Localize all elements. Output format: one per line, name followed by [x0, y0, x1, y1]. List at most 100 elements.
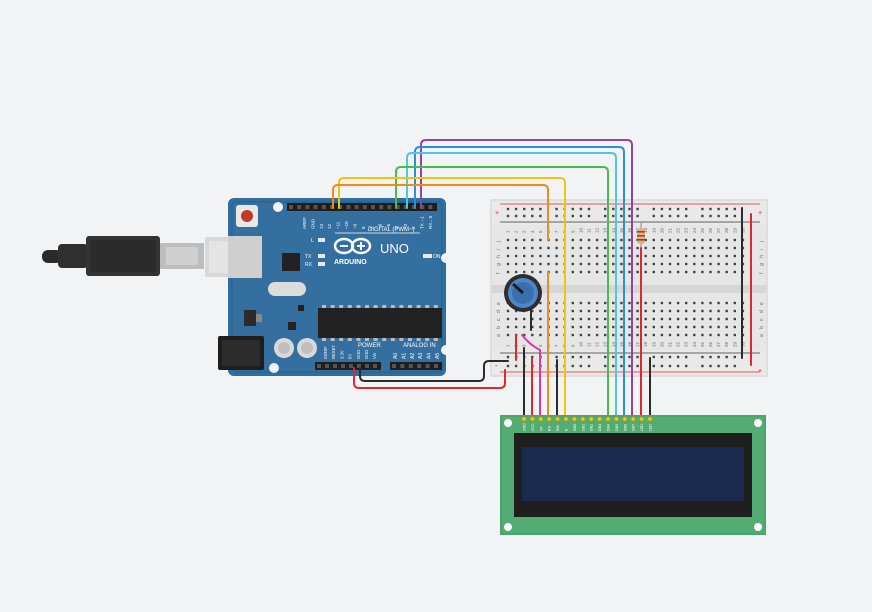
led-l [318, 238, 325, 242]
header-pin[interactable] [400, 364, 405, 368]
header-pin[interactable] [305, 205, 310, 209]
mounting-hole [441, 345, 451, 355]
column-number: 19 [651, 341, 656, 347]
header-pin[interactable] [403, 205, 408, 209]
header-pin[interactable] [338, 205, 343, 209]
lcd-pin[interactable] [613, 416, 619, 422]
column-number: 18 [643, 341, 648, 347]
header-pin[interactable] [392, 364, 396, 368]
lcd-pin[interactable] [580, 416, 586, 422]
resistor[interactable] [637, 222, 645, 248]
column-number: 27 [716, 227, 721, 233]
lcd-pin-label: DB6 [623, 424, 627, 431]
wire-orange [332, 184, 549, 241]
column-number: 18 [643, 227, 648, 233]
lcd-pin[interactable] [555, 416, 561, 422]
header-pin[interactable] [333, 364, 337, 368]
header-pin[interactable] [313, 205, 318, 209]
lcd-pin[interactable] [622, 416, 628, 422]
lcd-pin[interactable] [571, 416, 577, 422]
lcd-pin[interactable] [546, 416, 552, 422]
header-pin[interactable] [346, 205, 351, 209]
column-number: 26 [708, 341, 713, 347]
header-pin[interactable] [341, 364, 345, 368]
column-number: 23 [684, 341, 689, 347]
arduino-uno-board[interactable]: L TX RX ON ARDUINO UNO DIGITAL (PWM~) PO… [218, 198, 451, 376]
header-pin[interactable] [317, 364, 321, 368]
lcd-pin[interactable] [563, 416, 569, 422]
rail-plus-label: + [495, 210, 499, 217]
header-pin[interactable] [434, 364, 438, 368]
header-pin[interactable] [362, 205, 367, 209]
header-pin[interactable] [321, 205, 326, 209]
bottom-power-rail[interactable] [492, 350, 766, 375]
row-letter: e [759, 302, 765, 305]
top-pin-label: 7 [369, 226, 374, 229]
column-number: 14 [611, 341, 616, 347]
lcd-pin[interactable] [538, 416, 544, 422]
power-jack[interactable] [218, 336, 264, 370]
top-power-rail[interactable] [492, 201, 766, 225]
row-letter: b [759, 326, 765, 329]
column-number: 24 [692, 227, 697, 233]
row-letter: i [759, 249, 765, 250]
top-pin-label: GND [310, 218, 315, 229]
wire-yellow [338, 177, 566, 419]
column-number: 25 [700, 227, 705, 233]
top-pin-label: 8 [361, 226, 366, 229]
header-pin[interactable] [420, 205, 425, 209]
header-pin[interactable] [387, 205, 392, 209]
header-pin[interactable] [365, 364, 369, 368]
lcd-pin-label: DB3 [598, 424, 602, 431]
header-pin[interactable] [379, 205, 384, 209]
header-pin[interactable] [417, 364, 422, 368]
lcd-pin[interactable] [630, 416, 636, 422]
lcd-pin-label: RS [548, 425, 552, 431]
atmega-chip [318, 305, 442, 341]
column-number: 16 [627, 227, 632, 233]
header-pin[interactable] [297, 205, 302, 209]
column-number: 29 [732, 341, 737, 347]
lcd-pin[interactable] [605, 416, 611, 422]
wires[interactable] [332, 139, 752, 419]
lcd-pin[interactable] [647, 416, 653, 422]
led-on [423, 254, 432, 258]
header-pin[interactable] [354, 205, 359, 209]
mounting-hole [269, 363, 279, 373]
row-letter: d [496, 310, 502, 313]
top-pin-label: ~9 [352, 223, 357, 229]
header-pin[interactable] [325, 364, 329, 368]
header-pin[interactable] [371, 205, 375, 209]
mounting-hole [441, 253, 451, 263]
column-number: 17 [635, 341, 640, 347]
wire-blue [414, 146, 625, 419]
column-number: 11 [587, 342, 592, 347]
column-number: 19 [651, 227, 656, 233]
lcd-pin[interactable] [588, 416, 594, 422]
lcd-pin[interactable] [597, 416, 603, 422]
header-pin[interactable] [357, 364, 361, 368]
column-number: 13 [603, 227, 608, 233]
lcd-pin[interactable] [529, 416, 535, 422]
power-analog-header[interactable] [315, 362, 442, 370]
wire-purple [420, 139, 633, 419]
lcd-pin[interactable] [521, 416, 527, 422]
reset-button[interactable] [236, 205, 258, 227]
column-number: 10 [578, 341, 583, 347]
row-letter: c [759, 318, 765, 321]
header-pin[interactable] [425, 364, 430, 368]
header-pin[interactable] [408, 364, 413, 368]
header-pin[interactable] [349, 364, 353, 368]
header-pin[interactable] [289, 205, 293, 209]
lcd-pin[interactable] [639, 416, 645, 422]
wire-green [395, 166, 609, 419]
header-pin[interactable] [373, 364, 377, 368]
breadboard[interactable]: 1122334455667788991010111112121313141415… [490, 199, 768, 377]
header-pin[interactable] [428, 205, 433, 209]
lcd-pin-label: E [565, 428, 569, 431]
lcd-pin-label: DB5 [615, 424, 619, 431]
potentiometer[interactable] [504, 274, 542, 312]
header-pin[interactable] [395, 205, 400, 209]
